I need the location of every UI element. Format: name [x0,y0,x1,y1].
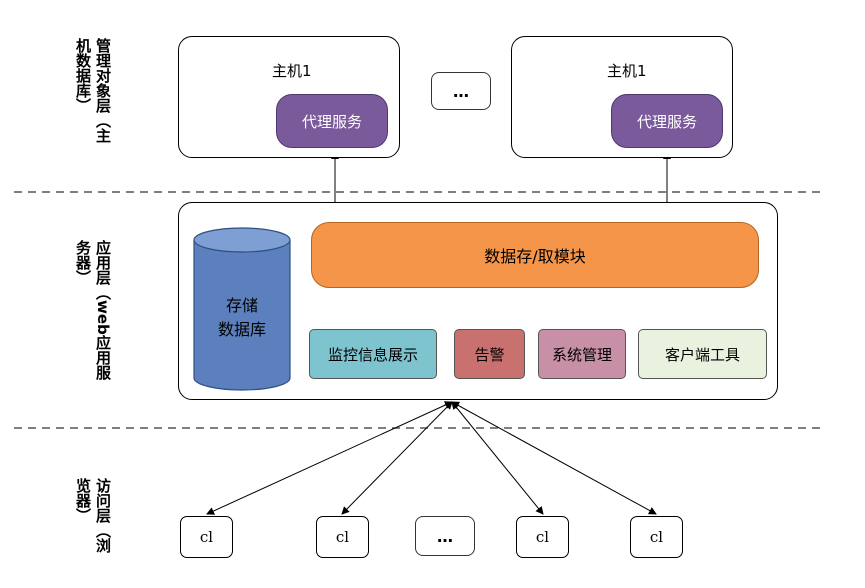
data-access-module: 数据存/取模块 [311,222,759,288]
client-browser-2: cl [316,516,369,558]
agent-service-right: 代理服务 [611,94,723,148]
hosts-ellipsis: … [431,72,491,110]
layer-label-managed: 管理对象层（主机数据库） [74,38,112,143]
clients-ellipsis: … [415,516,475,556]
arrow-client4 [451,401,657,515]
layer-label-app: 应用层（web应用服务器） [74,240,112,380]
client-browser-1: cl [180,516,233,558]
module-client-tool: 客户端工具 [638,329,767,379]
layer-label-access: 访问层（浏览器） [74,478,112,553]
module-monitor-display: 监控信息展示 [309,329,437,379]
module-alarm: 告警 [454,329,525,379]
storage-db-label-line2: 数据库 [217,320,266,339]
storage-db-label-line1: 存储 [225,296,258,315]
host-left-title: 主机1 [272,62,312,80]
agent-service-left: 代理服务 [276,94,388,148]
arrow-client1 [206,401,453,515]
storage-db-label: 存储 数据库 [194,294,290,342]
arrow-client2 [341,401,453,515]
host-right-title: 主机1 [607,62,647,80]
arrow-client3 [451,401,544,515]
client-browser-3: cl [516,516,569,558]
client-browser-4: cl [630,516,683,558]
module-system-management: 系统管理 [538,329,626,379]
